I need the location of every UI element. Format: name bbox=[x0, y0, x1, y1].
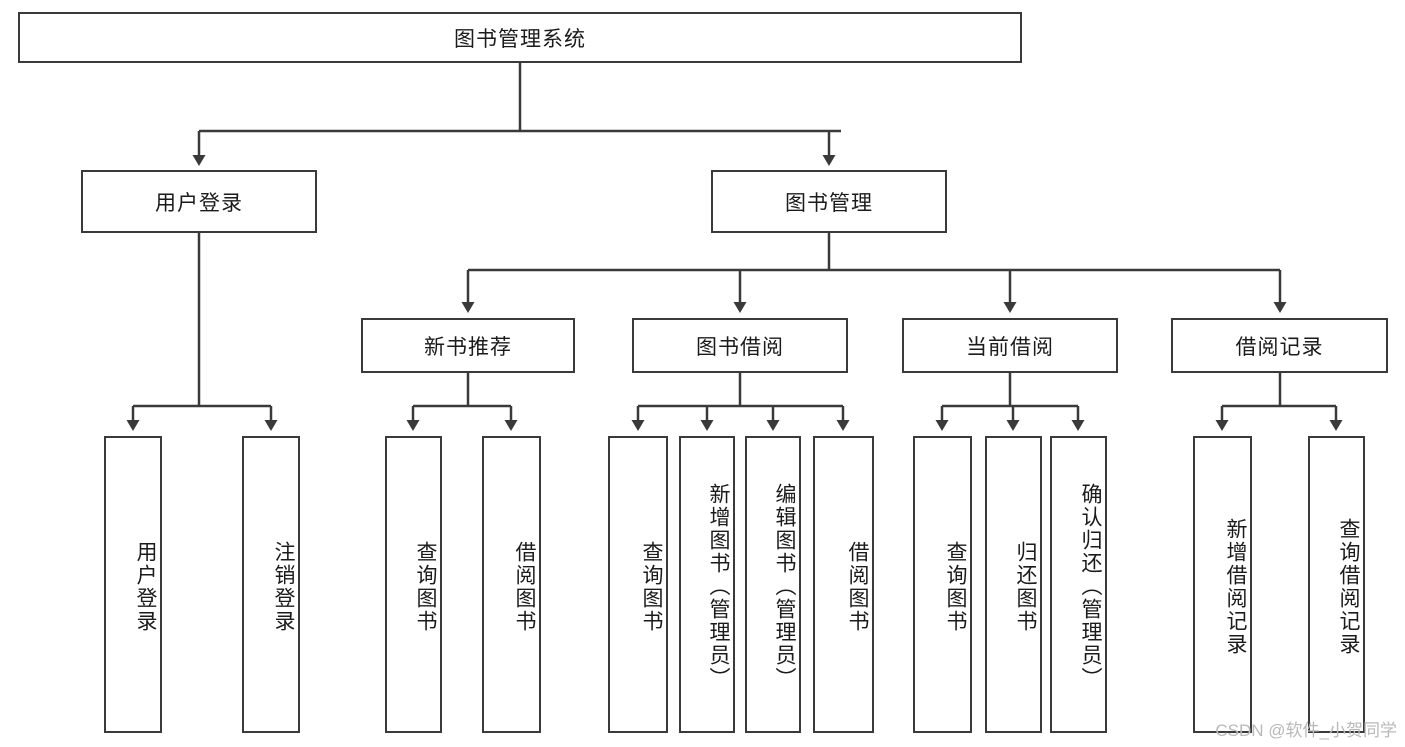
node-level3-new-book-recommend[interactable]: 新书推荐 bbox=[361, 318, 575, 373]
node-label: 图书管理 bbox=[785, 191, 873, 215]
node-level2-user-login[interactable]: 用户登录 bbox=[81, 170, 317, 233]
node-label: 借阅图书 bbox=[846, 540, 869, 633]
node-leaf-user-login[interactable]: 用户登录 bbox=[104, 436, 162, 733]
node-level3-book-borrow[interactable]: 图书借阅 bbox=[632, 318, 848, 373]
node-label: 用户登录 bbox=[155, 191, 243, 215]
node-label: 当前借阅 bbox=[966, 335, 1054, 359]
node-leaf-borrow-book-recommend[interactable]: 借阅图书 bbox=[482, 436, 541, 733]
node-label: 用户登录 bbox=[134, 540, 157, 633]
node-label: 编辑图书（管理员） bbox=[773, 483, 796, 690]
node-root[interactable]: 图书管理系统 bbox=[18, 12, 1022, 63]
node-label: 图书借阅 bbox=[696, 335, 784, 359]
node-label: 借阅图书 bbox=[513, 540, 536, 633]
node-label: 归还图书 bbox=[1014, 540, 1037, 633]
node-leaf-edit-book-admin[interactable]: 编辑图书（管理员） bbox=[745, 436, 801, 733]
node-leaf-logout[interactable]: 注销登录 bbox=[242, 436, 300, 733]
node-leaf-return-book[interactable]: 归还图书 bbox=[985, 436, 1042, 733]
node-label: 查询图书 bbox=[414, 540, 437, 633]
node-leaf-query-book-borrow[interactable]: 查询图书 bbox=[608, 436, 668, 733]
node-leaf-query-book-recommend[interactable]: 查询图书 bbox=[385, 436, 442, 733]
node-level3-current-borrow[interactable]: 当前借阅 bbox=[902, 318, 1118, 373]
node-label: 注销登录 bbox=[272, 540, 295, 633]
node-leaf-add-book-admin[interactable]: 新增图书（管理员） bbox=[679, 436, 735, 733]
node-label: 图书管理系统 bbox=[454, 27, 586, 51]
node-leaf-confirm-return-admin[interactable]: 确认归还（管理员） bbox=[1050, 436, 1107, 733]
watermark: CSDN @软件_小贺同学 bbox=[1215, 721, 1397, 740]
node-label: 借阅记录 bbox=[1235, 335, 1324, 359]
node-label: 查询图书 bbox=[640, 540, 663, 633]
node-label: 查询图书 bbox=[944, 540, 967, 633]
node-leaf-add-borrow-record[interactable]: 新增借阅记录 bbox=[1193, 436, 1252, 733]
node-leaf-query-borrow-record[interactable]: 查询借阅记录 bbox=[1308, 436, 1365, 733]
node-level3-borrow-records[interactable]: 借阅记录 bbox=[1171, 318, 1388, 373]
node-level2-book-management[interactable]: 图书管理 bbox=[711, 170, 947, 233]
node-leaf-borrow-book[interactable]: 借阅图书 bbox=[813, 436, 874, 733]
node-label: 新增借阅记录 bbox=[1224, 517, 1247, 656]
node-label: 确认归还（管理员） bbox=[1079, 483, 1102, 690]
node-label: 新增图书（管理员） bbox=[707, 483, 730, 690]
node-label: 新书推荐 bbox=[424, 335, 512, 359]
node-label: 查询借阅记录 bbox=[1337, 517, 1360, 656]
node-leaf-query-book-current[interactable]: 查询图书 bbox=[913, 436, 972, 733]
